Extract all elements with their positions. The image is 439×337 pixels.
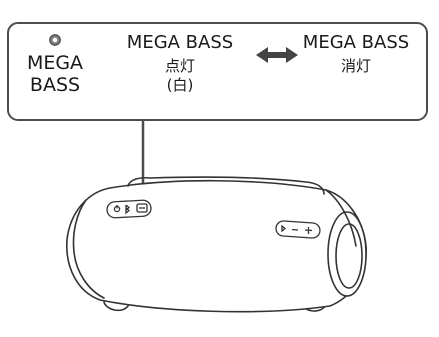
speaker-right-radiator-outer (327, 211, 367, 297)
speaker-right-radiator-inner (335, 223, 363, 289)
control-panel-right (275, 220, 321, 239)
state-on-line1: 点灯 (164, 56, 195, 75)
power-button-icon[interactable] (113, 205, 121, 213)
speaker-left-cap (72, 199, 105, 299)
control-panel-left (106, 199, 152, 219)
state-on-line2: (白) (166, 75, 194, 94)
speaker-right-rim (325, 189, 357, 247)
volume-down-button-icon[interactable] (291, 228, 299, 231)
play-pause-button-icon[interactable] (281, 224, 287, 233)
speaker-top-ridge (127, 176, 325, 195)
speaker-foot-left (103, 301, 129, 312)
indicator-light-icon (49, 34, 61, 46)
bluetooth-button-icon[interactable] (125, 204, 131, 215)
mega-bass-button[interactable] (136, 203, 148, 213)
state-off-line1: 消灯 (340, 56, 371, 75)
mega-bass-label-line1: MEGA (26, 52, 84, 74)
speaker-body (66, 176, 367, 313)
volume-up-button-icon[interactable] (304, 227, 313, 234)
state-on-label: MEGA BASS 点灯 (白) (110, 32, 250, 94)
double-arrow-icon (256, 47, 298, 63)
state-on-title: MEGA BASS (126, 32, 234, 53)
speaker-cylinder (66, 179, 367, 313)
state-off-title: MEGA BASS (302, 32, 410, 53)
callout-box (7, 22, 428, 121)
mega-bass-button-label: MEGA BASS (24, 52, 86, 97)
mega-bass-label-line2: BASS (29, 73, 81, 96)
state-off-label: MEGA BASS 消灯 (286, 32, 426, 75)
